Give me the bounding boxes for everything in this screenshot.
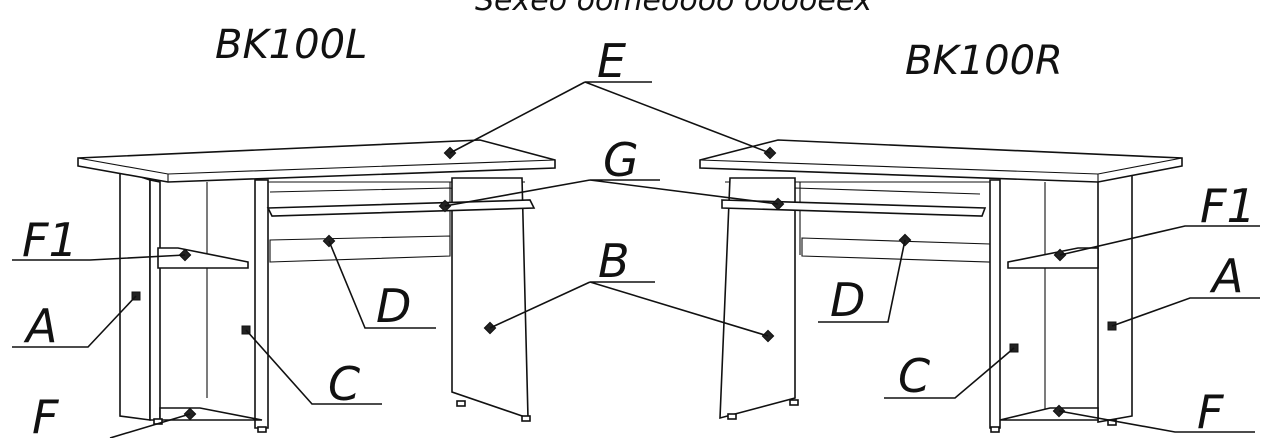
left-foot-3 — [456, 400, 466, 407]
right-side-panel-b — [719, 177, 796, 420]
callout-leaders — [12, 81, 1260, 439]
left-bottom-shelf-f — [159, 407, 263, 421]
callout-c-left: C — [328, 357, 360, 411]
callout-f1-left: F1 — [22, 213, 78, 267]
model-label-right: BK100R — [905, 38, 1063, 84]
right-tabletop-edges — [699, 157, 1183, 182]
callout-d-left: D — [376, 279, 411, 333]
callout-f-left: F — [32, 390, 59, 438]
right-side-panel-a — [1097, 168, 1133, 423]
leader-f1-right — [1059, 225, 1260, 256]
right-foot-3 — [990, 426, 1000, 433]
right-modesty-panel — [801, 237, 991, 263]
callout-a-right: A — [1209, 249, 1243, 303]
right-keyboard-tray-g — [721, 199, 987, 217]
left-side-panel-b — [451, 177, 529, 420]
right-bottom-shelf-f — [999, 407, 1099, 421]
left-side-panel-c — [254, 179, 269, 429]
leader-e — [449, 81, 771, 154]
left-foot-4 — [521, 415, 531, 422]
header-text: Sexeo oomeoooo ooooeex — [475, 0, 872, 18]
left-modesty-panel — [269, 235, 451, 263]
desk-left — [77, 139, 556, 433]
callout-c-right: C — [898, 349, 930, 403]
right-shelf-f1 — [1007, 247, 1099, 269]
left-side-panel-a-edge — [149, 179, 161, 421]
leader-g — [444, 179, 779, 207]
callout-g: G — [603, 133, 639, 187]
right-foot-2 — [789, 399, 799, 406]
model-label-left: BK100L — [215, 22, 367, 68]
callout-f1-right: F1 — [1200, 179, 1256, 233]
left-tabletop-e — [77, 139, 556, 183]
leader-f-left — [109, 413, 191, 439]
leader-a-left — [12, 295, 137, 348]
leader-a-right — [1111, 297, 1260, 327]
callout-a-left: A — [23, 299, 57, 353]
callout-b: B — [598, 234, 630, 288]
callout-e: E — [597, 34, 626, 88]
leader-d-right — [818, 239, 906, 323]
leader-d-left — [328, 240, 436, 329]
leader-c-left — [245, 329, 382, 405]
right-tabletop-e — [699, 139, 1183, 183]
leader-c-right — [884, 347, 1015, 399]
callout-f-right: F — [1197, 385, 1224, 438]
left-foot-2 — [257, 426, 267, 433]
leader-f1-left — [12, 254, 186, 261]
right-side-panel-c — [989, 179, 1001, 429]
leader-b — [489, 281, 769, 337]
right-foot-1 — [727, 413, 737, 420]
left-shelf-f1 — [157, 247, 249, 269]
leader-f-right — [1058, 410, 1255, 433]
callout-d-right: D — [830, 273, 865, 327]
left-tabletop-edges — [77, 157, 556, 182]
desk-right — [699, 139, 1183, 433]
